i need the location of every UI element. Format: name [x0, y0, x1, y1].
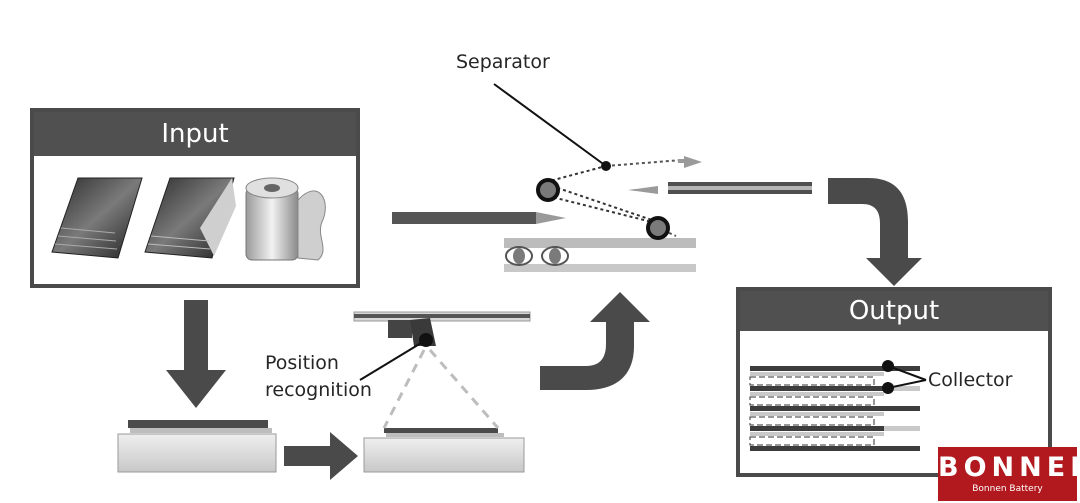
separator-roll-icon: [245, 177, 326, 261]
electrode-stack-2-icon: [144, 177, 236, 259]
electrode-return: [668, 182, 812, 186]
curved-arrow-down: [828, 178, 922, 286]
electrode-stack-icon: [51, 177, 143, 259]
logo-brand: BONNEN: [938, 452, 1080, 483]
arrow-right-tables: [284, 432, 358, 480]
separator-label: Separator: [456, 51, 550, 73]
logo-subtitle: Bonnen Battery: [972, 484, 1043, 494]
camera-rail: [353, 311, 531, 322]
position-label-line1: Position: [265, 352, 339, 374]
position-pointer: [359, 339, 427, 381]
camera-view-right: [428, 349, 500, 429]
collector-pointers: [882, 360, 927, 394]
camera-icon: [388, 318, 436, 347]
input-title: Input: [34, 112, 356, 156]
separator-pointer: [493, 83, 607, 167]
stacking-table-2: [363, 428, 525, 473]
bonnen-logo: BONNEN Bonnen Battery: [938, 447, 1080, 501]
zigzag-stacking: [504, 156, 702, 272]
return-arrow: [628, 186, 658, 194]
stacked-cell: [749, 366, 920, 451]
arrow-down-input: [166, 300, 226, 408]
electrode-feed: [392, 212, 536, 224]
collector-label: Collector: [928, 369, 1013, 391]
curved-arrow-up: [540, 292, 650, 390]
position-label-line2: recognition: [265, 379, 372, 401]
output-title: Output: [740, 291, 1048, 331]
stacking-table-1: [117, 420, 277, 473]
